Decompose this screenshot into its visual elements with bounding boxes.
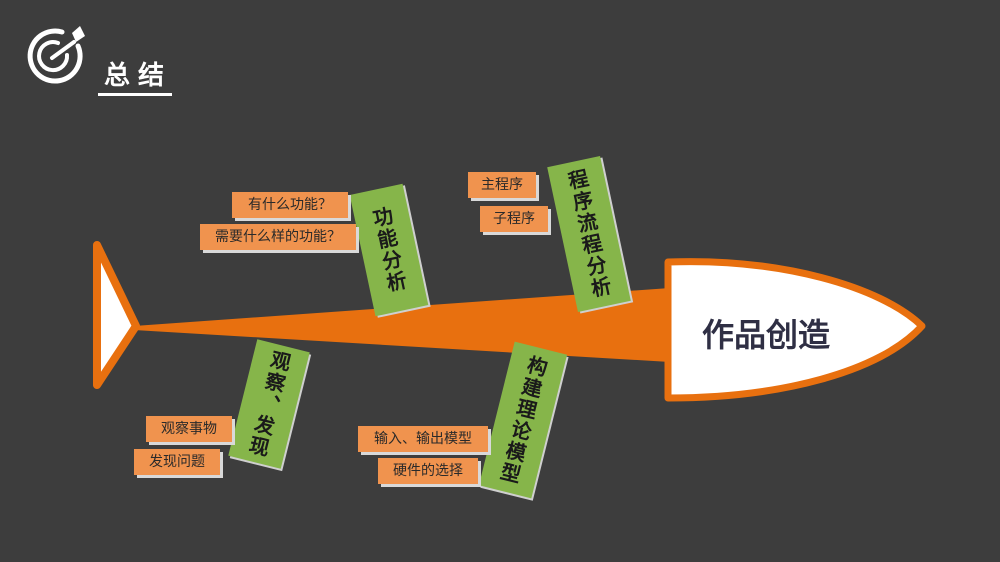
label-discover-problems: 发现问题 (134, 449, 220, 475)
label-what-kind-functions: 需要什么样的功能？ (200, 224, 356, 250)
fish-spine (134, 288, 670, 362)
label-hardware-selection: 硬件的选择 (378, 458, 478, 484)
fish-tail (93, 241, 140, 389)
fish-head-label: 作品创造 (702, 316, 831, 354)
page-title: 总结 (104, 61, 173, 91)
label-sub-program: 子程序 (480, 206, 548, 232)
target-arrow-icon (27, 26, 85, 84)
title-underline (98, 93, 172, 96)
label-observe-things: 观察事物 (146, 416, 232, 442)
fish-head (664, 258, 926, 402)
label-main-program: 主程序 (468, 172, 536, 198)
label-what-functions: 有什么功能？ (232, 192, 348, 218)
label-io-model: 输入、输出模型 (358, 426, 488, 452)
